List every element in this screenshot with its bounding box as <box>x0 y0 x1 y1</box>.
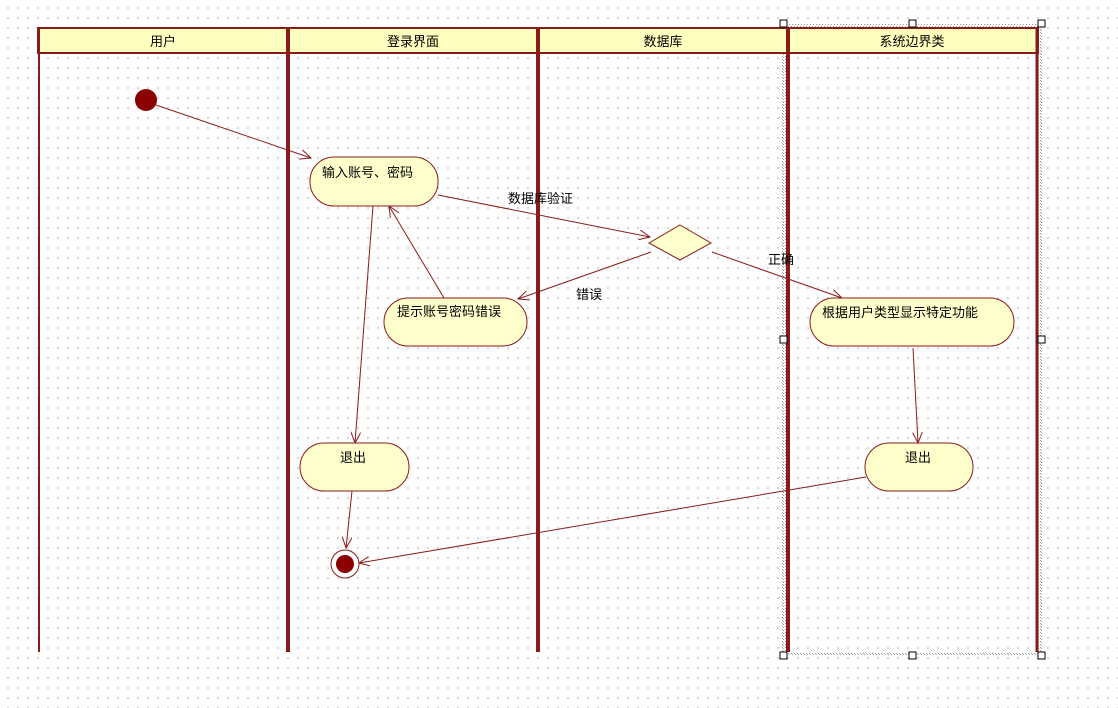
edge-system-exit-to-final[interactable] <box>359 476 867 563</box>
activity-show-features[interactable]: 根据用户类型显示特定功能 <box>809 297 1015 347</box>
edge-start-to-input[interactable] <box>155 104 311 158</box>
edge-decision-to-error[interactable] <box>518 251 652 299</box>
edge-label-error[interactable]: 错误 <box>576 288 602 303</box>
decision-node[interactable] <box>647 224 713 261</box>
edge-input-to-exit[interactable] <box>355 205 374 443</box>
activity-input-credentials-label: 输入账号、密码 <box>322 165 413 181</box>
edge-features-to-exit[interactable] <box>913 347 918 443</box>
lane-titles: 用户 登录界面 数据库 系统边界类 <box>150 34 945 50</box>
lane-title-user[interactable]: 用户 <box>150 34 176 50</box>
edges <box>155 104 918 563</box>
edge-label-correct[interactable]: 正确 <box>768 253 794 268</box>
activity-show-error[interactable]: 提示账号密码错误 <box>383 297 528 347</box>
activity-show-error-label: 提示账号密码错误 <box>397 304 501 320</box>
activity-exit-login-label: 退出 <box>340 451 366 466</box>
activity-exit-login[interactable]: 退出 <box>299 442 410 492</box>
initial-node[interactable] <box>135 89 157 111</box>
activity-show-features-label: 根据用户类型显示特定功能 <box>822 305 978 321</box>
activity-exit-system[interactable]: 退出 <box>864 442 974 492</box>
activity-exit-system-label: 退出 <box>905 451 931 466</box>
edge-error-to-input[interactable] <box>389 206 445 299</box>
lane-title-login[interactable]: 登录界面 <box>387 35 439 50</box>
lane-lines <box>38 28 1039 652</box>
final-node[interactable] <box>330 549 360 579</box>
edge-labels: 数据库验证 正确 错误 <box>508 191 794 303</box>
edge-label-db-verify[interactable]: 数据库验证 <box>508 191 573 207</box>
lane-title-db[interactable]: 数据库 <box>643 34 682 50</box>
activity-input-credentials[interactable]: 输入账号、密码 <box>309 156 439 207</box>
edge-exit-to-final[interactable] <box>346 490 353 548</box>
edge-decision-to-features[interactable] <box>711 251 842 298</box>
edge-input-to-decision[interactable] <box>437 194 650 237</box>
lane-title-system[interactable]: 系统边界类 <box>879 35 944 50</box>
selection-handles[interactable] <box>779 19 1046 660</box>
